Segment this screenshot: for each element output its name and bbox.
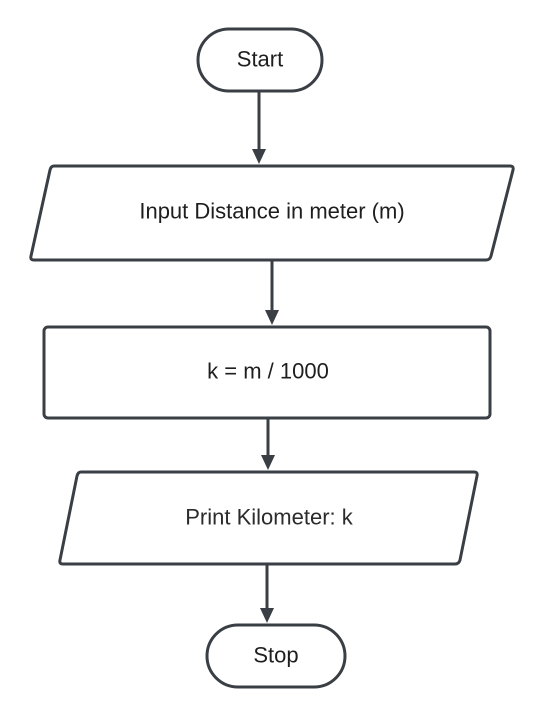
connector-process-to-output: [261, 418, 275, 470]
connector-output-to-stop: [260, 564, 274, 623]
input-label: Input Distance in meter (m): [139, 199, 404, 224]
output-label: Print Kilometer: k: [185, 505, 353, 530]
node-output: Print Kilometer: k: [58, 470, 479, 566]
start-terminator-shape: [196, 27, 324, 93]
process-label: k = m / 1000: [207, 359, 329, 384]
start-label: Start: [237, 47, 283, 72]
stop-label: Stop: [253, 643, 298, 668]
node-process: k = m / 1000: [42, 325, 492, 420]
stop-terminator-shape: [205, 623, 347, 689]
node-stop: Stop: [205, 623, 347, 689]
connector-start-to-input: [252, 91, 266, 164]
node-start: Start: [196, 27, 324, 93]
connector-input-to-process: [265, 260, 279, 325]
output-parallelogram-shape: [58, 470, 479, 566]
node-input: Input Distance in meter (m): [29, 164, 515, 262]
process-rectangle-shape: [42, 325, 492, 420]
input-parallelogram-shape: [29, 164, 515, 262]
